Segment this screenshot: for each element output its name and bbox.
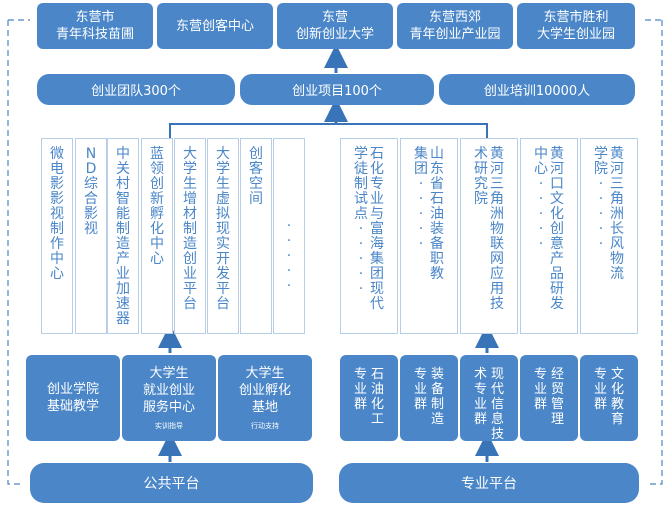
top-node-shengli-park: 东营市胜利 大学生创业园 [517, 3, 635, 49]
vertical-text-column: 学徒制试点····· [354, 146, 368, 297]
dashed-frame-right [650, 20, 663, 485]
right-column-petrochem-apprentice: 石化专业与富海集团现代学徒制试点····· [340, 138, 398, 334]
vertical-text-column: 学院····· [594, 146, 608, 252]
stat-projects: 创业项目100个 [240, 74, 434, 105]
left-column-blue-collar-incubator: 蓝领创新孵化中心 [141, 138, 173, 334]
vertical-text-column: 文化教育 [610, 367, 624, 427]
vertical-text-column: 石化专业与富海集团现代 [370, 146, 384, 312]
public-unit-service-center: 大学生 就业创业 服务中心实训指导 [122, 355, 216, 441]
left-column-maker-space: 创客空间 [240, 138, 272, 334]
platform-public: 公共平台 [30, 463, 313, 503]
vertical-text-column: 山东省石油装备职教 [430, 146, 444, 282]
right-column-equipment-group: 山东省石油装备职教集团····· [400, 138, 458, 334]
vertical-text-column: 蓝领创新孵化中心 [150, 146, 164, 267]
prof-group-equipment: 装备制造专业群 [400, 355, 458, 441]
vertical-text-column: 石油化工 [370, 367, 384, 427]
prof-group-information-tech: 现代信息技术专业群 [460, 355, 518, 442]
left-column-vr-platform: 大学生虚拟现实开发平台 [207, 138, 239, 334]
left-column-ellipsis: ····· [273, 138, 305, 334]
vertical-text-column: 黄河口文化创意产品研发 [550, 146, 564, 312]
vertical-text-column: 专业群 [413, 367, 427, 412]
vertical-text-column: 中关村智能制造产业加速器 [116, 146, 130, 327]
stat-training: 创业培训10000人 [439, 74, 635, 105]
vertical-text-column: 集团····· [414, 146, 428, 252]
right-column-logistics-college: 黄河三角洲长风物流学院····· [580, 138, 638, 334]
vertical-text-column: 现代信息技 [490, 367, 504, 442]
top-node-innovation-university: 东营 创新创业大学 [277, 3, 393, 49]
vertical-text-column: 大学生虚拟现实开发平台 [216, 146, 230, 312]
stat-teams: 创业团队300个 [37, 74, 235, 105]
platform-professional: 专业平台 [339, 463, 639, 503]
left-column-micro-film: 微电影影视制作中心 [41, 138, 73, 334]
vertical-text-column: 专业群 [353, 367, 367, 412]
bracket-right [336, 123, 488, 138]
vertical-text-column: 经贸管理 [550, 367, 564, 427]
right-column-iot-institute: 黄河三角洲物联网应用技术研究院 [460, 138, 518, 334]
vertical-text-column: 专业群 [533, 367, 547, 412]
prof-group-culture-education: 文化教育专业群 [580, 355, 638, 441]
dashed-frame [7, 20, 20, 485]
vertical-text-column: 大学生增材制造创业平台 [183, 146, 197, 312]
vertical-text-column: 微电影影视制作中心 [50, 146, 64, 282]
left-column-additive-mfg: 大学生增材制造创业平台 [174, 138, 206, 334]
vertical-text-column: ····· [286, 218, 292, 294]
public-unit-incubation-base: 大学生 创业孵化 基地行动支持 [218, 355, 312, 441]
bracket-left [169, 123, 336, 138]
prof-group-trade-management: 经贸管理专业群 [520, 355, 578, 441]
top-node-west-suburb-park: 东营西郊 青年创业产业园 [397, 3, 513, 49]
public-unit-sub-action: 行动支持 [251, 422, 279, 430]
top-node-youth-tech-nursery: 东营市 青年科技苗圃 [37, 3, 153, 49]
right-column-culture-product: 黄河口文化创意产品研发中心····· [520, 138, 578, 334]
vertical-text-column: 术专业群 [473, 367, 487, 427]
vertical-text-column: 创客空间 [249, 146, 263, 207]
left-column-zgc-accelerator: 中关村智能制造产业加速器 [107, 138, 139, 334]
vertical-text-column: 黄河三角洲物联网应用技 [490, 146, 504, 312]
public-unit-entrepreneur-college: 创业学院 基础教学 [26, 355, 120, 441]
prof-group-petrochemical: 石油化工专业群 [340, 355, 398, 441]
vertical-text-column: 专业群 [593, 367, 607, 412]
vertical-text-column: 术研究院 [474, 146, 488, 207]
vertical-text-column: 中心····· [534, 146, 548, 252]
public-unit-sub-training: 实训指导 [155, 422, 183, 430]
top-node-maker-center: 东营创客中心 [157, 3, 273, 49]
vertical-text-column: 黄河三角洲长风物流 [610, 146, 624, 282]
vertical-text-column: 装备制造 [430, 367, 444, 427]
